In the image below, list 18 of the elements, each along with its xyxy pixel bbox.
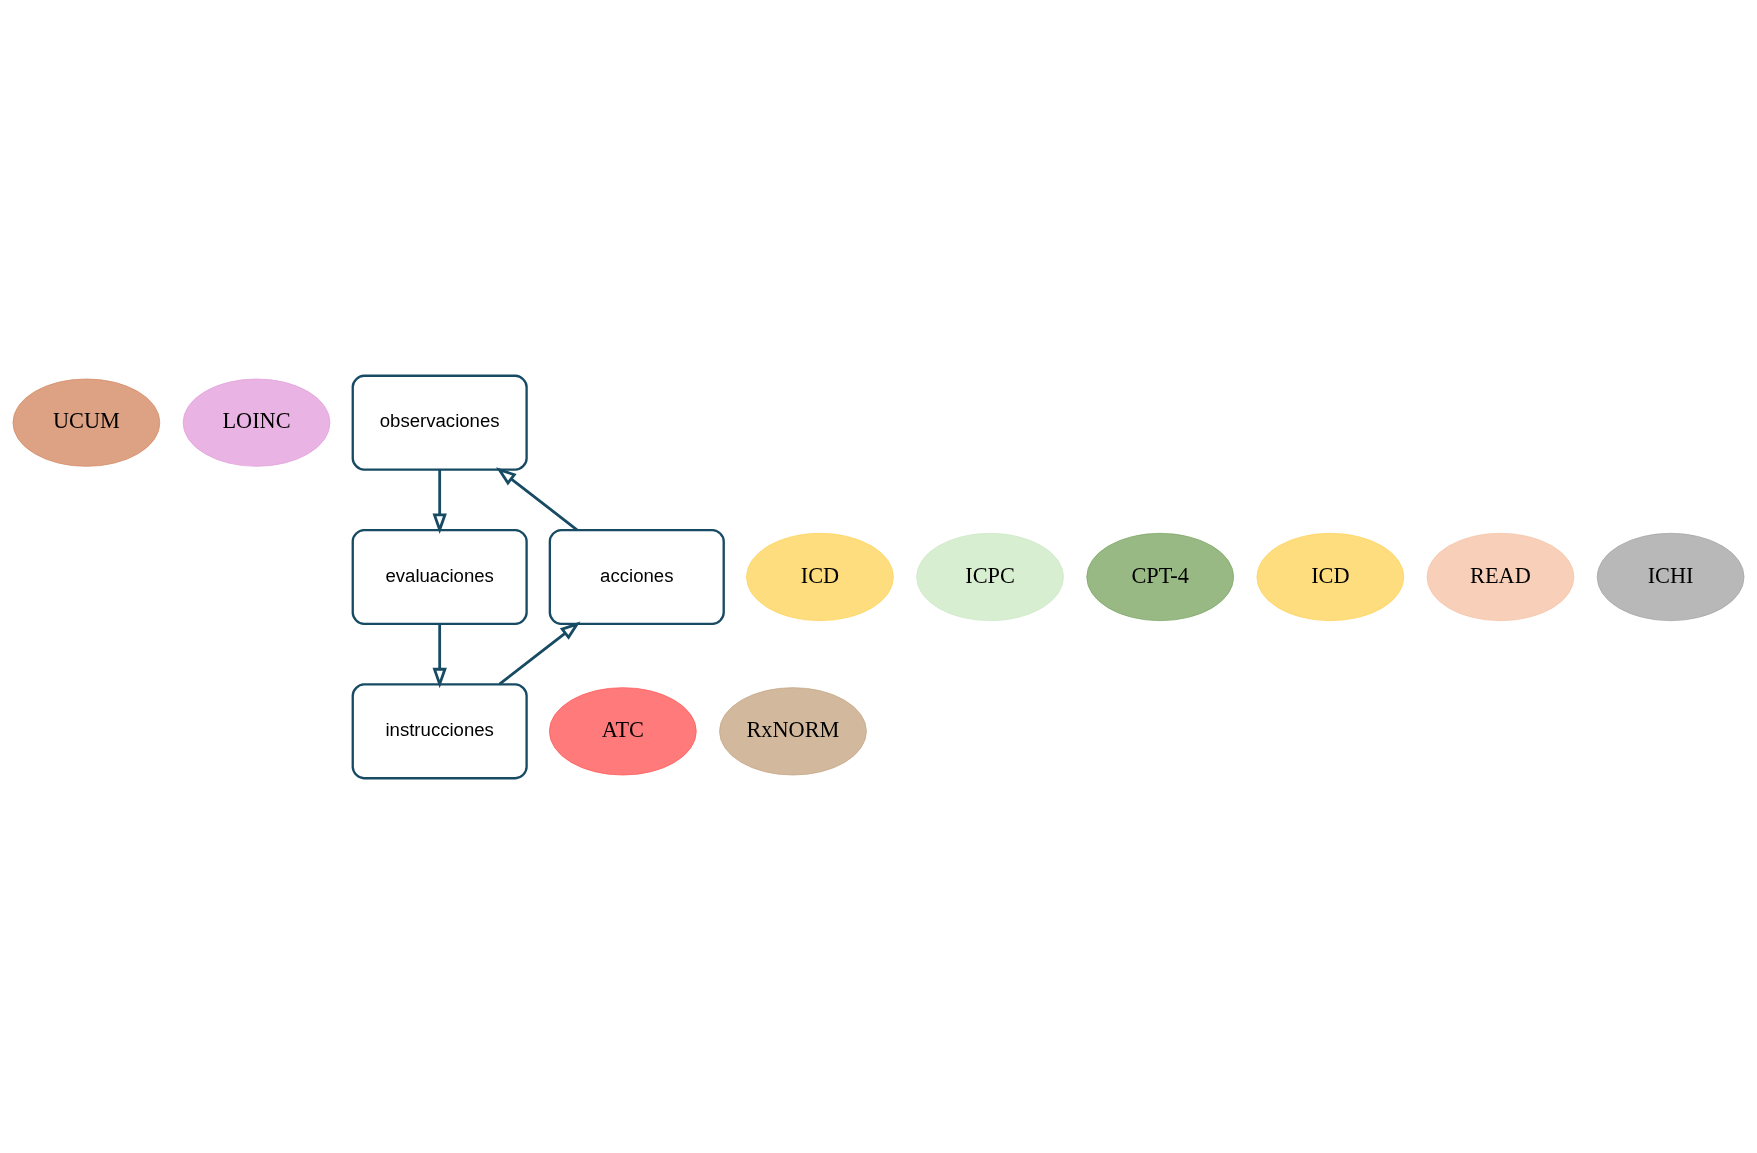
node-ellipse: ICPC	[916, 532, 1064, 621]
node-ellipse: RxNORM	[719, 686, 867, 775]
node-box: acciones	[548, 528, 725, 625]
node-ellipse: LOINC	[182, 378, 331, 467]
node-ellipse: UCUM	[12, 378, 161, 467]
node-ellipse: READ	[1426, 532, 1575, 621]
node-ellipse: CPT-4	[1086, 532, 1235, 621]
node-ellipse: ICD	[1256, 532, 1405, 621]
node-box: observaciones	[351, 374, 528, 471]
node-box: evaluaciones	[351, 528, 528, 625]
arrow	[496, 466, 578, 531]
arrow	[432, 469, 447, 534]
arrow	[498, 621, 581, 685]
node-ellipse: ATC	[548, 686, 697, 775]
arrow	[432, 623, 447, 688]
node-box: instrucciones	[351, 682, 528, 779]
node-ellipse: ICD	[746, 532, 894, 621]
node-ellipse: ICHI	[1596, 532, 1745, 621]
